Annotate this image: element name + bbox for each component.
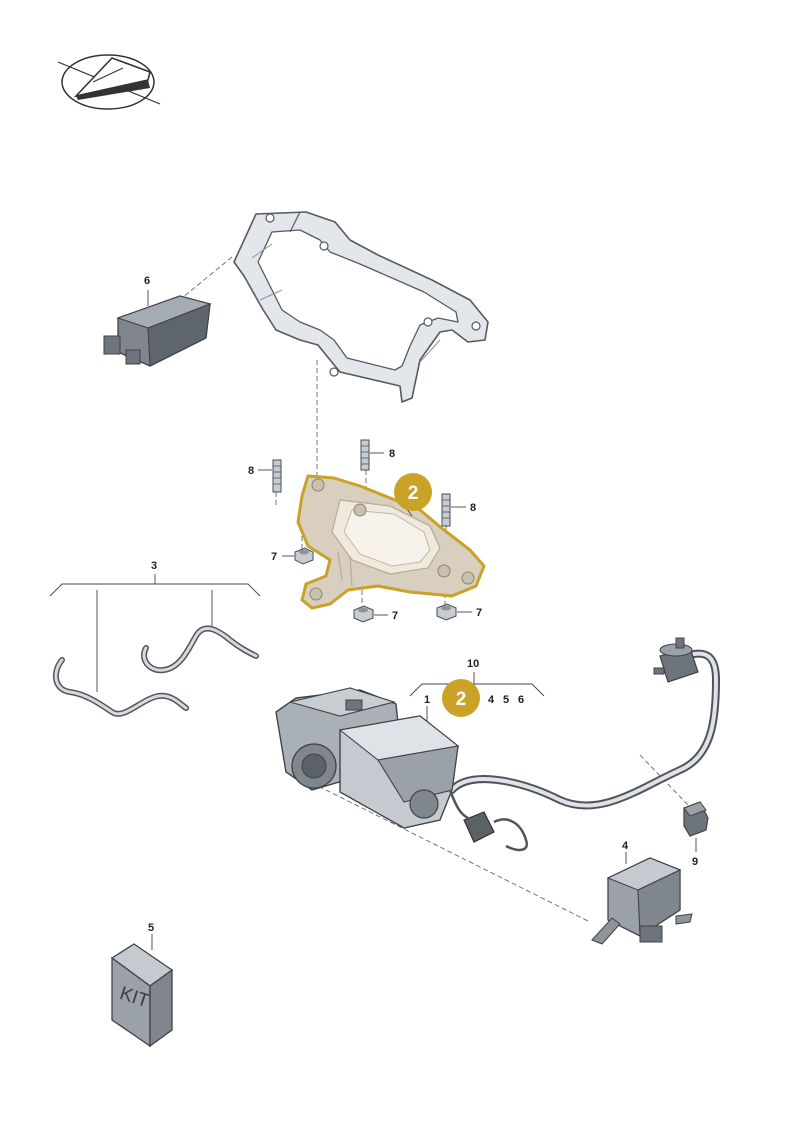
bracket-line-group-3 (49, 574, 261, 692)
label-10-sub-5: 5 (503, 694, 509, 706)
valve-block-part-4[interactable] (591, 857, 693, 945)
badge-2-compressor-text: 2 (456, 689, 467, 710)
label-8-left: 8 (248, 465, 254, 477)
control-module-part-6[interactable] (103, 290, 212, 367)
wiring-harness-connector[interactable] (448, 789, 529, 852)
front-subframe (233, 211, 489, 403)
stud-part-8-right[interactable] (441, 493, 451, 527)
label-10-sub-4: 4 (488, 694, 495, 706)
label-6: 6 (144, 275, 150, 287)
repair-kit-box-part-5[interactable]: KIT (110, 943, 174, 1048)
label-8-middle: 8 (389, 448, 395, 460)
label-7-left: 7 (271, 551, 277, 563)
air-hose-part-3-left[interactable] (52, 657, 189, 717)
callout-badge-2-compressor[interactable]: 2 (442, 679, 480, 717)
nut-part-7-left[interactable] (294, 547, 314, 565)
label-5: 5 (148, 922, 154, 934)
air-hose-part-3-right[interactable] (141, 625, 259, 674)
air-dryer-fitting[interactable] (653, 637, 699, 683)
label-8-right: 8 (470, 502, 476, 514)
air-compressor-unit[interactable] (275, 687, 460, 829)
stud-part-8-left[interactable] (272, 459, 282, 493)
label-4: 4 (622, 840, 629, 852)
mounting-bracket-part-2[interactable] (296, 474, 486, 610)
nut-part-7-bottom-middle[interactable] (353, 605, 374, 623)
connector-part-9[interactable] (683, 801, 709, 837)
badge-2-bracket-text: 2 (408, 483, 419, 504)
label-7-bottom-middle: 7 (392, 610, 398, 622)
stud-part-8-middle[interactable] (360, 439, 370, 471)
vehicle-direction-icon (57, 54, 161, 110)
nut-part-7-bottom-right[interactable] (436, 603, 457, 621)
label-10-sub-6: 6 (518, 694, 524, 706)
label-10: 10 (467, 658, 479, 670)
label-7-bottom-right: 7 (476, 607, 482, 619)
label-3: 3 (151, 560, 157, 572)
air-line-to-dryer (448, 649, 721, 810)
label-9: 9 (692, 856, 698, 868)
label-10-sub-1: 1 (424, 694, 430, 706)
callout-badge-2-bracket[interactable]: 2 (394, 473, 432, 511)
